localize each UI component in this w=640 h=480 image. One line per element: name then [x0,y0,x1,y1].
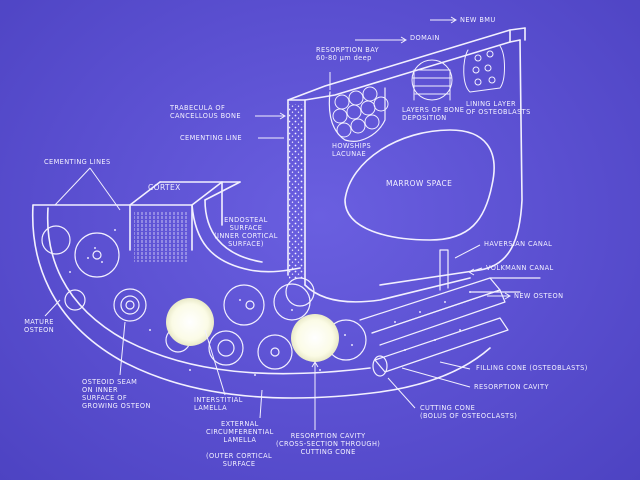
label-outer-cortical-surface: (OUTER CORTICAL SURFACE [206,452,273,468]
label-trabecula: TRABECULA OF CANCELLOUS BONE [170,104,241,120]
cortex-inner-outline [46,207,371,375]
label-cementing-line: CEMENTING LINE [180,134,242,142]
label-interstitial-lamella: INTERSTITIAL LAMELLA [194,396,243,412]
label-cutting-cone: CUTTING CONE (BOLUS OF OSTEOCLASTS) [420,404,518,420]
howships-lacunae [332,86,389,138]
label-new-osteon: NEW OSTEON [514,292,564,300]
cutting-cone-bolus-right [291,314,339,362]
mature-osteon-left [41,225,71,255]
marrow-space-outline [344,129,495,241]
leader-lines [44,16,511,430]
layers-of-bone-deposition [411,59,453,101]
cortex-block [129,181,223,251]
label-resorption-cavity-bottom: RESORPTION CAVITY (CROSS-SECTION THROUGH… [276,432,381,456]
label-lining-layer: LINING LAYER OF OSTEOBLASTS [466,100,531,116]
cutting-cone-bolus-left [166,298,214,346]
label-filling-cone: FILLING CONE (OSTEOBLASTS) [476,364,588,372]
cortex-outer-outline [31,204,491,399]
label-new-bmu: NEW BMU [460,16,496,24]
label-resorption-cavity-right: RESORPTION CAVITY [474,383,549,391]
label-domain: DOMAIN [410,34,440,42]
label-howships-lacunae: HOWSHIPS LACUNAE [332,142,372,158]
label-layers-of-bone: LAYERS OF BONE DEPOSITION [402,106,465,122]
label-haversian-canal: HAVERSIAN CANAL [484,240,553,248]
trabecula-wall [287,99,306,286]
label-resorption-bay: RESORPTION BAY 60-80 µm deep [316,46,380,62]
mature-osteon [74,232,120,278]
osteons [41,225,367,370]
label-external-lamella: EXTERNAL CIRCUMFERENTIAL LAMELLA [206,420,274,444]
label-cortex: CORTEX [148,183,181,192]
label-mature-osteon: MATURE OSTEON [24,318,55,334]
marrow-bowl-right-wall [379,39,523,286]
label-cementing-lines: CEMENTING LINES [44,158,111,166]
cortex-speckles [69,229,471,376]
label-endosteal-surface: ENDOSTEAL SURFACE (INNER CORTICAL SURFAC… [214,216,278,248]
label-osteoid-seam: OSTEOID SEAM ON INNER SURFACE OF GROWING… [82,378,151,410]
lining-layer-of-osteoblasts [463,45,505,93]
cutting-cone-boluses [166,298,339,362]
label-marrow-space: MARROW SPACE [386,179,453,188]
label-volkmann-canal: VOLKMANN CANAL [486,264,554,272]
